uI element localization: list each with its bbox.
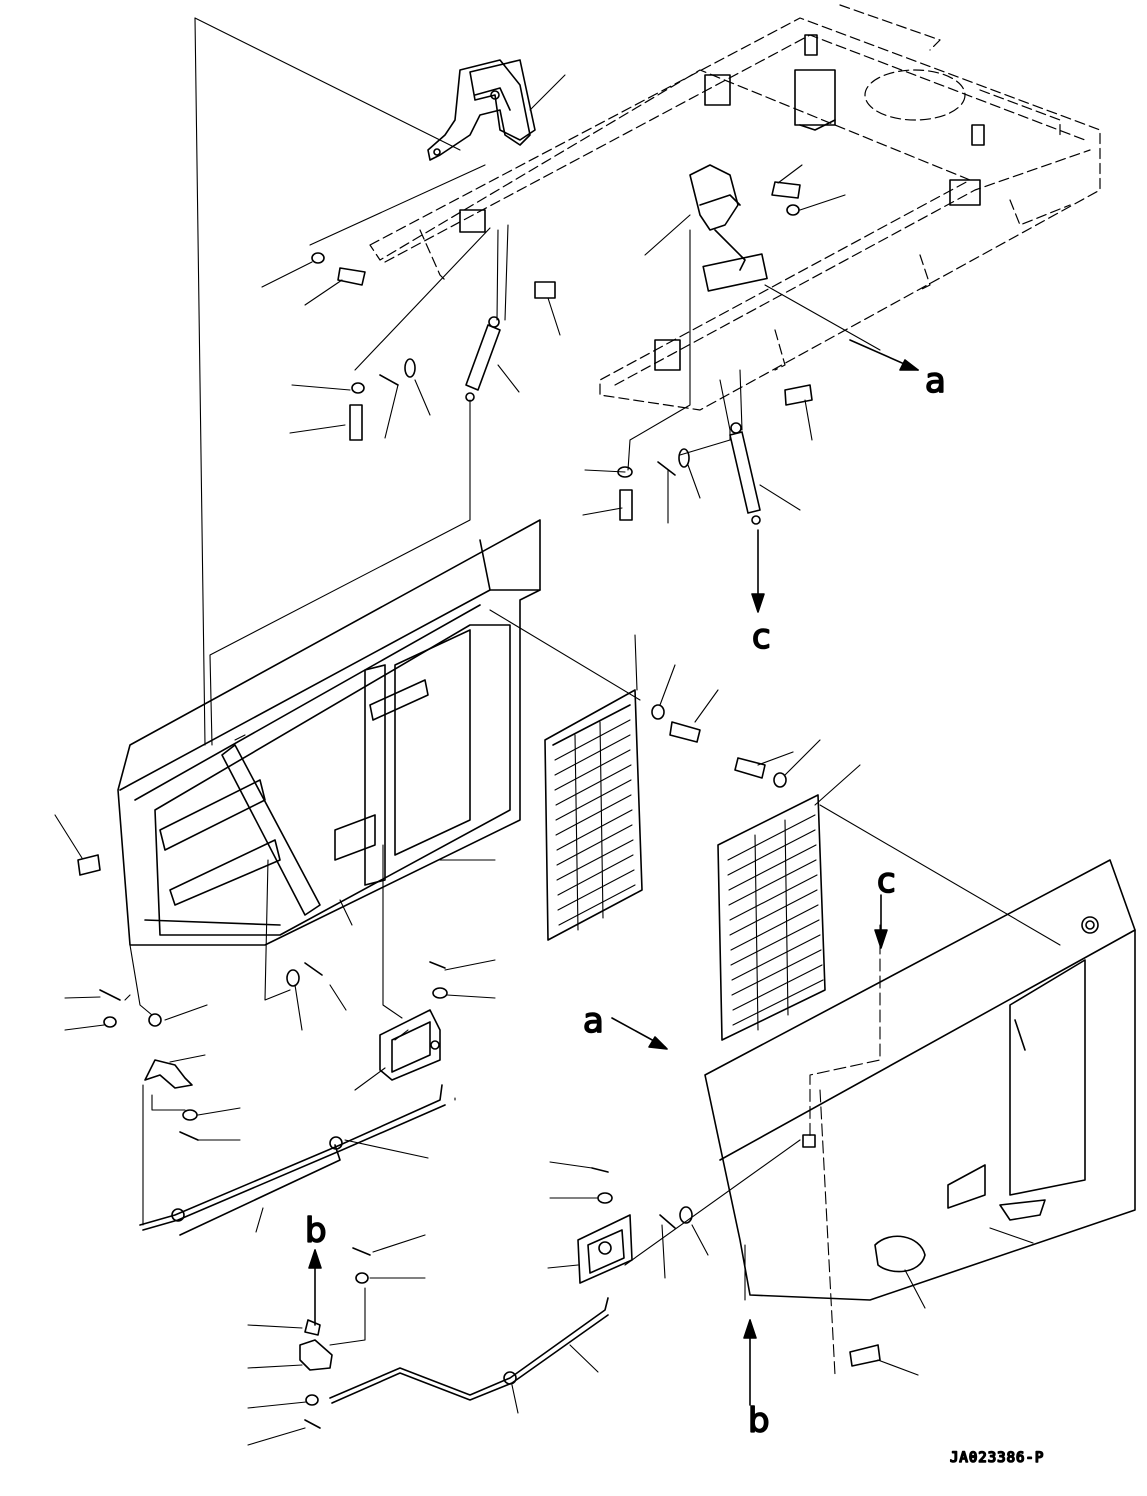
rod-left: [139, 1084, 446, 1236]
gas-spring-right: [729, 422, 761, 525]
dashed-center-lines: [809, 924, 881, 1376]
callout-c-right: c: [877, 861, 896, 901]
callout-b-right: b: [748, 1401, 770, 1441]
callout-a-top: a: [925, 361, 946, 401]
lock-latch-left: [99, 961, 448, 1141]
grille-left: [544, 689, 643, 941]
drawing-code: JA023386-P: [950, 1450, 1044, 1466]
side-panel-right: [704, 859, 1136, 1301]
hinge-bracket-right: [689, 164, 768, 292]
callout-a-bottom: a: [583, 1001, 604, 1041]
door-panel-left: [117, 519, 541, 946]
callout-c-top: c: [752, 617, 771, 657]
leader-lines: [54, 17, 1061, 1446]
upper-fasteners: [311, 181, 813, 521]
gas-spring-left: [465, 316, 501, 402]
rod-lower: [329, 1297, 609, 1404]
grille-fasteners: [77, 704, 787, 876]
lock-latch-middle: [299, 1167, 881, 1429]
hinge-bracket-left: [427, 59, 531, 161]
grille-right: [717, 794, 826, 1041]
arrows: [308, 339, 919, 1406]
callout-b-left: b: [305, 1211, 327, 1251]
frame-brackets: [459, 34, 985, 371]
